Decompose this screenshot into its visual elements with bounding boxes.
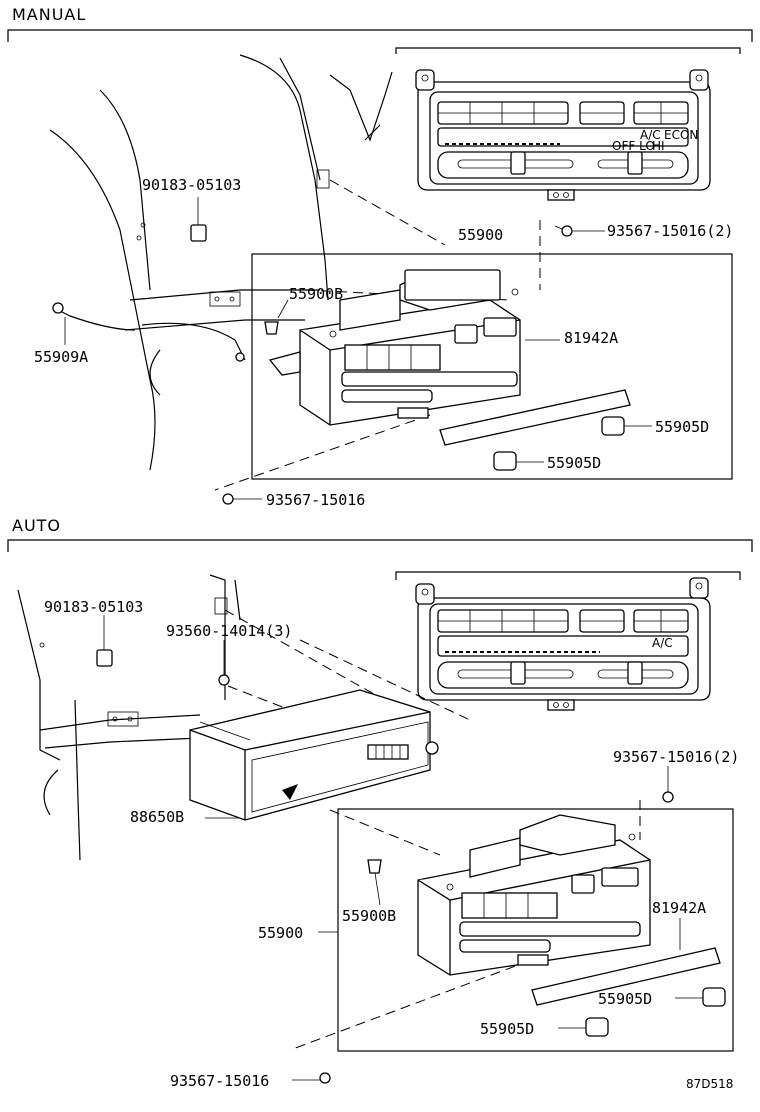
label-90183-auto: 90183-05103 [44,598,143,616]
clip-90183-manual [190,224,207,242]
label-93567-manual: 93567-15016 [266,491,365,509]
manual-dash-structure [49,54,393,471]
manual-section-bracket [7,29,753,42]
auto-section-bracket [7,539,753,552]
label-55905D-manual-a: 55905D [655,418,709,436]
clip-55900B-auto [367,859,382,874]
panel-label-off-lo: OFF LO [612,139,655,153]
auto-assembly-box [337,808,734,1052]
knob-55905D-manual-a [601,416,625,436]
screw-93560 [218,674,230,686]
screw-93567-auto-bottom [319,1072,331,1084]
clip-55900B-manual [264,321,279,335]
face-plate-81942A-auto [531,947,721,1006]
face-plate-81942A-manual [439,389,631,446]
section-title-manual: MANUAL [12,5,86,24]
label-81942A-manual: 81942A [564,329,618,347]
label-55905D-auto-b: 55905D [480,1020,534,1038]
label-55905D-manual-b: 55905D [547,454,601,472]
knob-55905D-auto-a [702,987,726,1007]
panel-label-ac-auto: A/C [652,636,673,650]
label-55900B-auto: 55900B [342,907,396,925]
label-55900-auto: 55900 [258,924,303,942]
screw-93567-manual-bottom [222,493,234,505]
screw-93567-manual-top [554,225,605,237]
knob-55905D-auto-b [585,1017,609,1037]
label-93560: 93560-14014(3) [166,622,292,640]
label-55909A: 55909A [34,348,88,366]
control-panel-face-manual: A/C ECON OFF LO HI [395,47,741,201]
label-93567-2-manual: 93567-15016(2) [607,222,733,240]
label-55900B-manual: 55900B [289,285,343,303]
label-90183-manual: 90183-05103 [142,176,241,194]
manual-assembly-box [251,253,733,480]
panel-label-hi: HI [652,139,665,153]
screw-93567-auto-right [662,791,674,803]
label-93567-2-auto: 93567-15016(2) [613,748,739,766]
label-81942A-auto: 81942A [652,899,706,917]
figure-code: 87D518 [686,1077,733,1091]
label-88650B: 88650B [130,808,184,826]
auto-dash-structure [17,574,241,861]
panel-label-ac: A/C [640,128,661,142]
clip-90183-auto [96,649,113,667]
label-93567-auto: 93567-15016 [170,1072,269,1090]
panel-label-econ: ECON [664,128,698,142]
knob-55905D-manual-b [493,451,517,471]
heater-control-unit-auto [417,814,651,976]
label-55905D-auto-a: 55905D [598,990,652,1008]
section-title-auto: AUTO [12,516,61,535]
heater-control-unit-manual [268,269,521,426]
wire-harness-55909A [52,302,246,362]
amplifier-module-88650B [189,689,439,821]
label-55900-manual: 55900 [458,226,503,244]
control-panel-face-auto: A/C [395,571,741,711]
